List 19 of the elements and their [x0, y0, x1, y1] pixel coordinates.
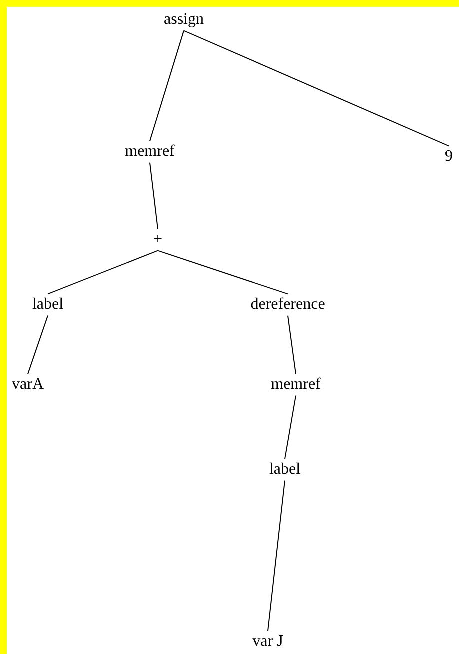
- tree-node-label: memref: [271, 376, 321, 394]
- tree-edge: [284, 395, 296, 460]
- tree-edge: [288, 315, 296, 375]
- tree-node-label: assign: [164, 11, 204, 29]
- tree-node-label: varA: [12, 376, 44, 394]
- tree-node-label: var J: [252, 633, 284, 651]
- tree-node-label: label: [32, 296, 64, 314]
- tree-edge: [150, 30, 184, 142]
- tree-node-label: label: [269, 461, 301, 479]
- tree-node-label: dereference: [250, 296, 326, 314]
- tree-node-label: 9: [445, 148, 453, 166]
- tree-edge: [158, 250, 288, 295]
- tree-node-label: +: [153, 231, 163, 249]
- tree-edge: [150, 162, 158, 230]
- tree-edge: [28, 315, 48, 375]
- tree-edge: [268, 480, 286, 632]
- tree-edge: [48, 250, 158, 295]
- tree-edge: [184, 30, 450, 147]
- tree-node-label: memref: [125, 143, 175, 161]
